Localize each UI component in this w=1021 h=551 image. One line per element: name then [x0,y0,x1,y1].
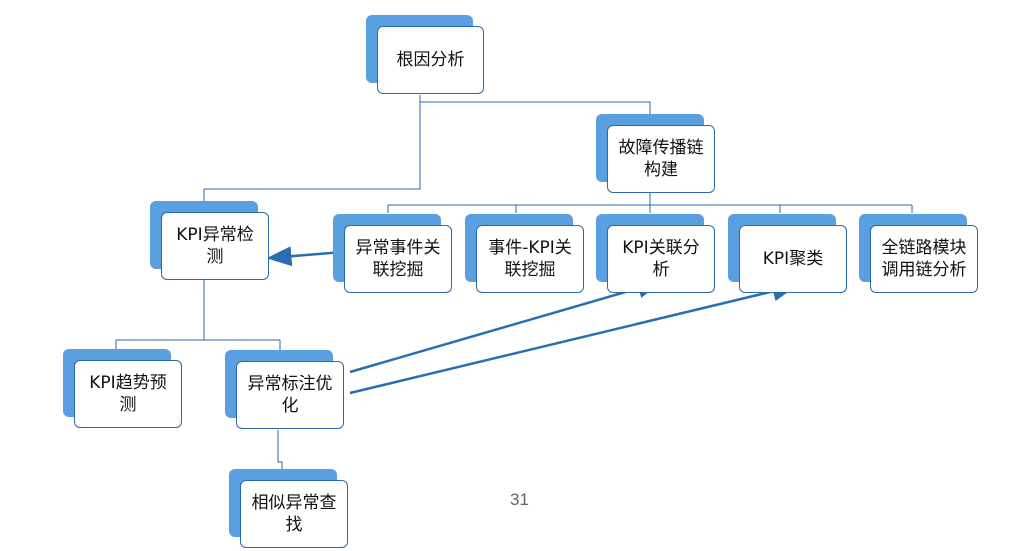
connector-kpi-anomaly-to-children [115,280,281,350]
arrow-event-to-kpi-anomaly [266,246,344,267]
connector-fault-to-children [387,193,913,213]
node-kpi-clustering: KPI聚类 [728,214,847,293]
node-full-link-analysis: 全链路模块调用链分析 [859,214,978,293]
node-fault-propagation: 故障传播链构建 [596,114,715,193]
arrow-label-to-cluster [349,281,798,395]
node-event-kpi-mining: 事件-KPI关联挖掘 [465,214,584,293]
connector-root-branch [419,95,651,115]
node-similar-anomaly-search: 相似异常查找 [229,469,348,548]
node-root-cause-analysis: 根因分析 [366,15,484,94]
node-anomaly-event-mining: 异常事件关联挖掘 [333,214,452,293]
node-anomaly-label-optimization: 异常标注优化 [225,350,344,429]
connector-label-to-similar [277,430,283,470]
node-kpi-correlation: KPI关联分析 [596,214,715,293]
arrow-label-to-correlation [349,278,663,374]
node-kpi-anomaly-detection: KPI异常检测 [150,201,269,280]
connector-root-to-kpi-anomaly [203,102,421,213]
node-kpi-trend-prediction: KPI趋势预测 [63,349,182,428]
page-number: 31 [510,490,529,509]
